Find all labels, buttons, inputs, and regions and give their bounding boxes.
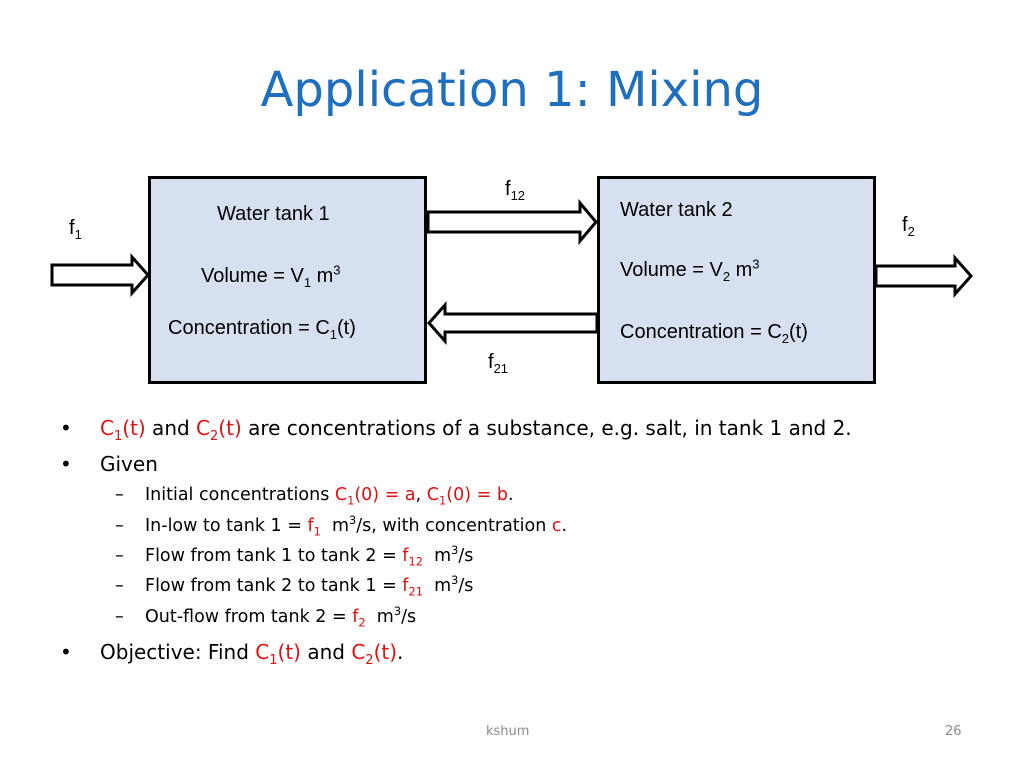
footer-author: kshum	[486, 724, 530, 739]
inflow-arrow-f1	[50, 253, 151, 297]
tank1-concentration: Concentration = C1(t)	[168, 317, 356, 342]
flow-label-f12: f12	[505, 178, 526, 203]
water-tank-2: Water tank 2 Volume = V2 m3 Concentratio…	[597, 176, 876, 384]
bullet-dot: •	[60, 640, 72, 664]
tank2-name: Water tank 2	[620, 199, 733, 221]
bullet-dot: •	[60, 416, 72, 440]
tank2-volume: Volume = V2 m3	[620, 256, 760, 284]
tank2-concentration: Concentration = C2(t)	[620, 321, 808, 346]
flow-arrow-f12	[426, 198, 598, 246]
bullet-dot: •	[60, 452, 72, 476]
flow-label-f21: f21	[488, 351, 509, 376]
flow-label-f1: f1	[69, 217, 82, 242]
flow-label-f2: f2	[902, 214, 915, 239]
slide-title: Application 1: Mixing	[260, 62, 764, 118]
page-number: 26	[945, 724, 962, 739]
water-tank-1: Water tank 1 Volume = V1 m3 Concentratio…	[148, 176, 427, 384]
flow-arrow-f21	[426, 301, 599, 345]
tank1-name: Water tank 1	[217, 203, 330, 225]
tank1-volume: Volume = V1 m3	[201, 262, 341, 290]
outflow-arrow-f2	[874, 254, 974, 298]
